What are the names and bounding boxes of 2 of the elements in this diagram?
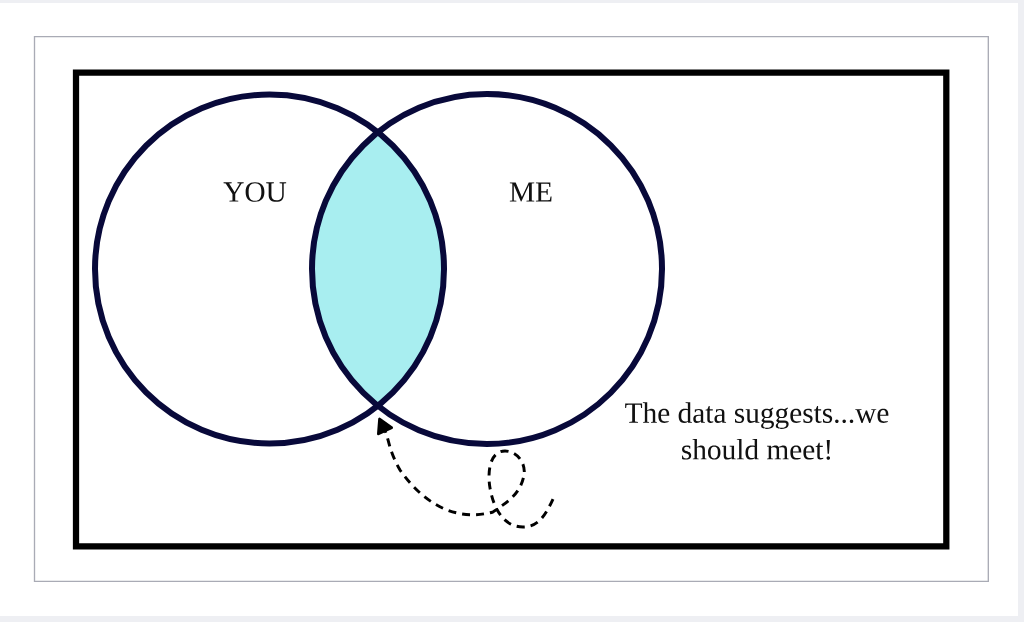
dashed-arrow — [377, 417, 555, 529]
note-text: The data suggests...we should meet! — [625, 402, 889, 460]
